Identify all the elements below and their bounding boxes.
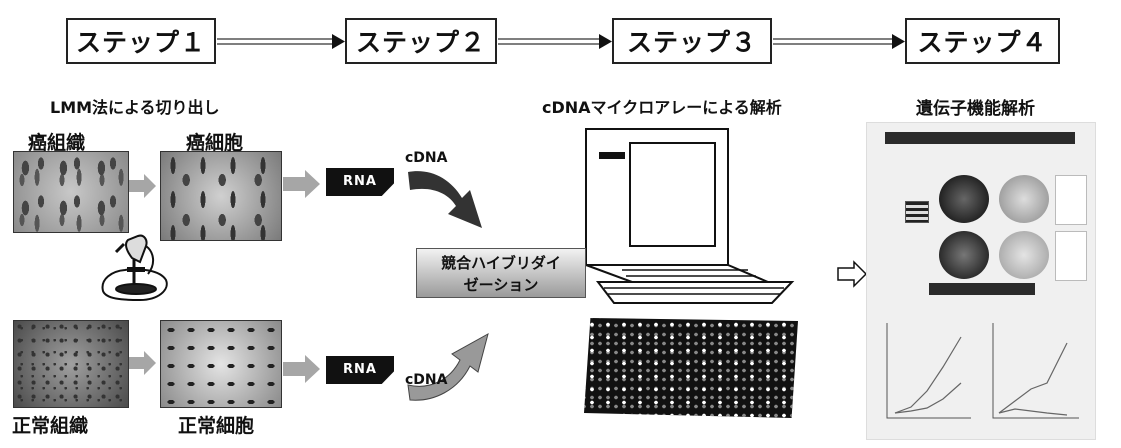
hollow-arrow-right xyxy=(837,260,868,288)
petri-dish-4 xyxy=(999,231,1049,279)
histogram-panel-1 xyxy=(1055,175,1087,225)
gene-function-figure xyxy=(866,122,1096,440)
curved-arrow-top-dark xyxy=(408,171,482,228)
step-connector-2-3 xyxy=(498,38,601,45)
step-4-box: ステップ４ xyxy=(905,18,1060,64)
cancer-cell-label: 癌細胞 xyxy=(186,132,244,154)
step-connector-1-2 xyxy=(217,38,334,45)
cancer-tissue-image xyxy=(13,151,129,233)
figure-header-bar-1 xyxy=(885,132,1075,144)
figure-header-bar-2 xyxy=(929,283,1035,295)
normal-cell-label: 正常細胞 xyxy=(178,415,255,437)
hybridization-line-1: 競合ハイブリダイ xyxy=(441,254,561,272)
curved-arrow-bottom-gray xyxy=(407,332,489,401)
western-blot-icon xyxy=(905,201,929,223)
petri-dish-3 xyxy=(939,231,989,279)
microscope-icon xyxy=(101,234,168,302)
step-arrowhead-2-3 xyxy=(599,34,612,49)
step-2-box: ステップ２ xyxy=(345,18,497,64)
step-3-box: ステップ３ xyxy=(612,18,772,64)
normal-tissue-label: 正常組織 xyxy=(12,415,89,437)
computer-icon xyxy=(585,128,795,304)
gray-arrow-tissue-cell-top xyxy=(128,174,156,198)
step-connector-3-4 xyxy=(773,38,894,45)
hybridization-line-2: ゼーション xyxy=(463,276,539,294)
lmm-title: LMM法による切り出し xyxy=(50,98,220,117)
histogram-panel-2 xyxy=(1055,231,1087,281)
petri-dish-1 xyxy=(939,175,989,223)
petri-dish-2 xyxy=(999,175,1049,223)
rna-tag-top: RNA xyxy=(326,168,394,196)
cdna-label-bottom: cDNA xyxy=(405,372,448,388)
growth-curves xyxy=(886,323,1079,419)
rna-tag-bottom: RNA xyxy=(326,356,394,384)
normal-cell-image xyxy=(160,320,282,408)
microarray-title: cDNAマイクロアレーによる解析 xyxy=(542,98,782,117)
normal-tissue-image xyxy=(13,320,129,408)
gene-function-title: 遺伝子機能解析 xyxy=(916,99,1035,119)
cancer-cell-image xyxy=(160,151,282,241)
step-1-box: ステップ１ xyxy=(66,18,216,64)
cancer-tissue-label: 癌組織 xyxy=(28,132,86,154)
microarray-image xyxy=(584,318,798,418)
hybridization-box: 競合ハイブリダイ ゼーション xyxy=(416,248,586,298)
cdna-label-top: cDNA xyxy=(405,150,448,166)
gray-arrow-tissue-cell-bottom xyxy=(128,351,156,375)
step-arrowhead-3-4 xyxy=(892,34,905,49)
step-arrowhead-1-2 xyxy=(332,34,345,49)
gray-arrow-cell-rna-top xyxy=(283,170,320,198)
gray-arrow-cell-rna-bottom xyxy=(283,355,320,383)
